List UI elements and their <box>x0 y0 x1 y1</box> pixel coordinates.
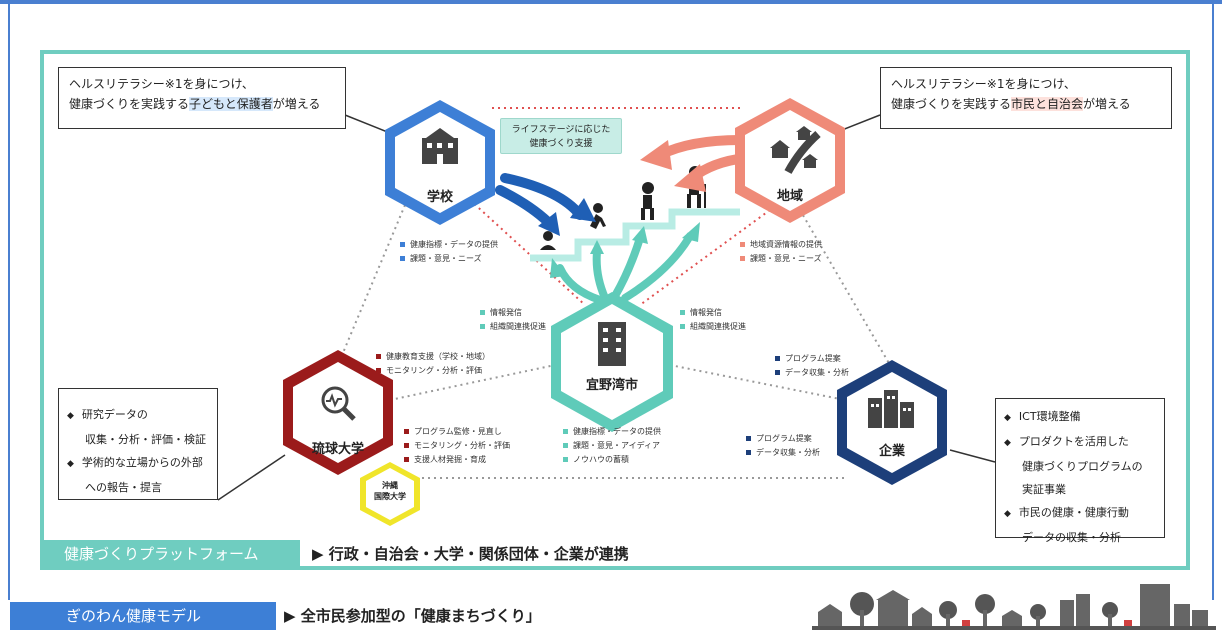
bullet-text: プログラム監修・見直し <box>414 427 502 436</box>
region-houses-icon <box>770 126 821 174</box>
bullet-text: 課題・意見・ニーズ <box>410 254 482 263</box>
bullet-text: 支援人材発掘・育成 <box>414 455 486 464</box>
bullet-text: プログラム提案 <box>756 434 812 443</box>
company-left-bullets: プログラム提案 データ収集・分析 <box>746 432 820 460</box>
list-item: ◆学術的な立場からの外部 <box>67 456 203 469</box>
bullet-text: 地域資源情報の提供 <box>750 240 822 249</box>
region-callout-line1: ヘルスリテラシー※1を身につけ、 <box>891 77 1076 91</box>
list-item: ◆プロダクトを活用した <box>1004 435 1129 448</box>
model-description: ▶ 全市民参加型の「健康まちづくり」 <box>284 607 541 625</box>
school-callout-line1: ヘルスリテラシー※1を身につけ、 <box>69 77 254 91</box>
lifestage-box: ライフステージに応じた 健康づくり支援 <box>500 118 622 154</box>
region-callout-line2: 健康づくりを実践する市民と自治会が増える <box>891 94 1161 114</box>
list-item-cont: 実証事業 <box>1022 483 1066 496</box>
region-arrow-heads <box>640 140 706 192</box>
bullet-text: 健康指標・データの提供 <box>573 427 661 436</box>
lifestage-line2: 健康づくり支援 <box>529 139 593 149</box>
city-right-bullets: 情報発信 組織間連携促進 <box>680 306 746 334</box>
bullet-text: 情報発信 <box>490 308 522 317</box>
city-arrows <box>556 232 694 304</box>
company-list-leader <box>949 449 996 463</box>
platform-frame <box>40 50 1190 570</box>
city-label: 宜野湾市 <box>585 378 638 393</box>
region-label: 地域 <box>776 189 803 204</box>
list-item: ◆研究データの <box>67 408 148 421</box>
bullet-text: モニタリング・分析・評価 <box>414 441 510 450</box>
diamond-bullet-icon: ◆ <box>67 411 74 421</box>
school-callout-line2: 健康づくりを実践する子どもと保護者が増える <box>69 94 335 114</box>
university-label: 琉球大学 <box>311 442 364 457</box>
platform-description: ▶ 行政・自治会・大学・関係団体・企業が連携 <box>312 545 629 563</box>
region-hexagon <box>735 98 845 223</box>
list-item-cont: データの収集・分析 <box>1022 531 1121 544</box>
list-item-cont: への報告・提言 <box>85 481 162 494</box>
red-dotted-lines <box>469 107 771 306</box>
school-callout-line2-pre: 健康づくりを実践する <box>69 97 190 111</box>
region-arrows <box>655 135 750 183</box>
diamond-bullet-icon: ◆ <box>1004 413 1011 423</box>
city-skyline-illustration <box>812 584 1216 630</box>
region-callout-line2-post: が増える <box>1083 97 1131 111</box>
bullet-text: 課題・意見・アイディア <box>573 441 661 450</box>
school-building-icon <box>422 128 458 164</box>
company-buildings-icon <box>868 390 914 428</box>
bullet-text: 組織間連携促進 <box>690 322 746 331</box>
city-building-icon <box>598 322 626 366</box>
company-top-bullets: プログラム提案 データ収集・分析 <box>775 352 849 380</box>
left-frame-line <box>8 4 10 600</box>
bullet-text: 健康指標・データの提供 <box>410 240 498 249</box>
research-magnifier-icon <box>321 386 356 421</box>
bullet-text: データ収集・分析 <box>756 448 820 457</box>
region-callout-leader <box>841 114 881 131</box>
city-bottom-bullets: 健康指標・データの提供 課題・意見・アイディア ノウハウの蓄積 <box>563 425 661 467</box>
school-callout-highlight: 子どもと保護者 <box>189 97 273 111</box>
diamond-bullet-icon: ◆ <box>1004 438 1011 448</box>
model-label: ぎのわん健康モデル <box>10 602 276 630</box>
school-bullets: 健康指標・データの提供 課題・意見・ニーズ <box>400 238 498 266</box>
city-left-bullets: 情報発信 組織間連携促進 <box>480 306 546 334</box>
diamond-bullet-icon: ◆ <box>67 459 74 469</box>
okinawa-intl-label: 沖縄 国際大学 <box>374 481 406 501</box>
bullet-text: 課題・意見・ニーズ <box>750 254 822 263</box>
bullet-text: ノウハウの蓄積 <box>573 455 629 464</box>
okinawa-hexagon <box>360 462 420 526</box>
list-item-cont: 健康づくりプログラムの <box>1022 460 1143 473</box>
school-arrows <box>495 173 585 227</box>
list-item: ◆市民の健康・健康行動 <box>1004 506 1129 519</box>
list-item: ◆ICT環境整備 <box>1004 410 1081 423</box>
right-frame-line <box>1212 4 1214 600</box>
univ-list-leader <box>217 454 286 501</box>
city-arrow-heads <box>550 222 700 278</box>
school-arrow-heads <box>538 198 596 236</box>
company-role-list: ◆ICT環境整備 ◆プロダクトを活用した 健康づくりプログラムの 実証事業 ◆市… <box>995 398 1165 544</box>
bullet-text: プログラム提案 <box>785 354 841 363</box>
bullet-text: 情報発信 <box>690 308 722 317</box>
school-callout-leader <box>339 112 391 134</box>
stairs <box>530 208 740 262</box>
univ-top-bullets: 健康教育支援（学校・地域） モニタリング・分析・評価 <box>376 350 490 378</box>
company-label: 企業 <box>878 444 905 459</box>
connection-lines <box>339 204 891 479</box>
top-frame-line <box>0 0 1222 4</box>
region-callout-box: ヘルスリテラシー※1を身につけ、 健康づくりを実践する市民と自治会が増える <box>880 67 1172 129</box>
platform-label: 健康づくりプラットフォーム <box>40 540 300 568</box>
list-item-cont: 収集・分析・評価・検証 <box>85 433 206 446</box>
university-role-list: ◆研究データの 収集・分析・評価・検証 ◆学術的な立場からの外部 への報告・提言 <box>58 388 218 500</box>
school-callout-box: ヘルスリテラシー※1を身につけ、 健康づくりを実践する子どもと保護者が増える <box>58 67 346 129</box>
region-callout-highlight: 市民と自治会 <box>1011 97 1084 111</box>
school-label: 学校 <box>426 190 453 205</box>
bullet-text: 健康教育支援（学校・地域） <box>386 352 490 361</box>
diamond-bullet-icon: ◆ <box>1004 509 1011 519</box>
univ-right-bullets: プログラム監修・見直し モニタリング・分析・評価 支援人材発掘・育成 <box>404 425 510 467</box>
region-callout-line2-pre: 健康づくりを実践する <box>891 97 1012 111</box>
lifestage-line1: ライフステージに応じた <box>511 125 611 135</box>
bullet-text: データ収集・分析 <box>785 368 849 377</box>
bullet-text: 組織間連携促進 <box>490 322 546 331</box>
bullet-text: モニタリング・分析・評価 <box>386 366 482 375</box>
school-callout-line2-post: が増える <box>272 97 321 111</box>
region-bullets: 地域資源情報の提供 課題・意見・ニーズ <box>740 238 822 266</box>
